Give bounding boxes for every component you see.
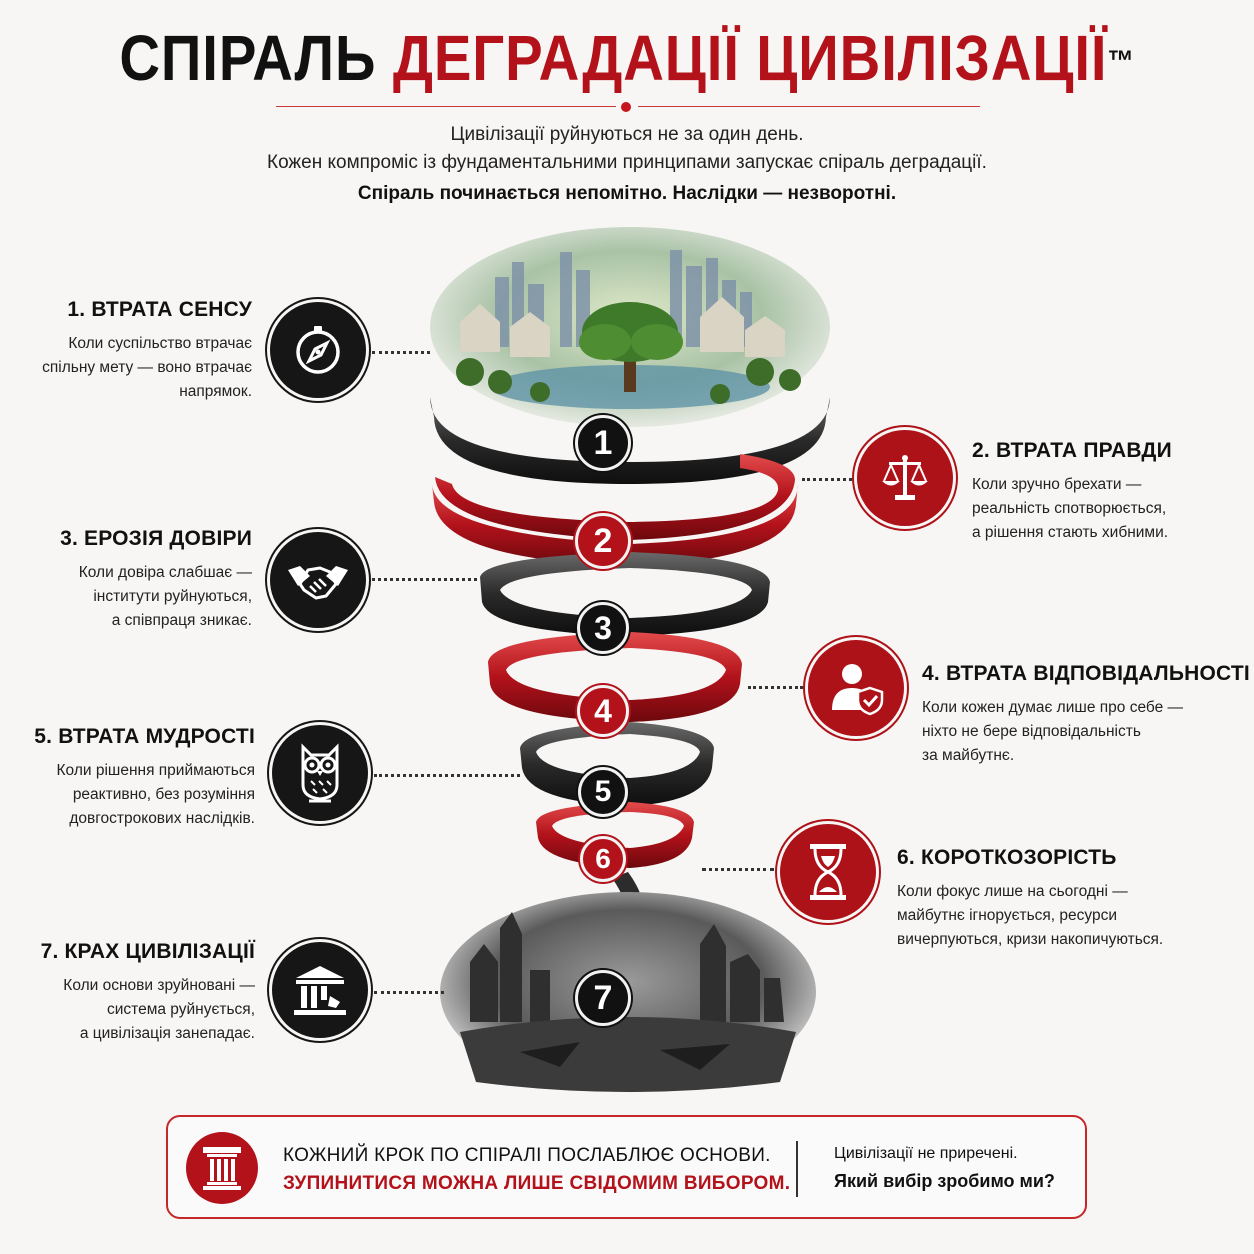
footer-right-line2: Який вибір зробимо ми? bbox=[834, 1171, 1055, 1191]
step-2-text: 2. ВТРАТА ПРАВДИ Коли зручно брехати — р… bbox=[972, 439, 1242, 545]
spiral-illustration bbox=[430, 227, 830, 1092]
footer-line2: ЗУПИНИТИСЯ МОЖНА ЛИШЕ СВІДОМИМ ВИБОРОМ. bbox=[283, 1173, 791, 1194]
column-icon bbox=[203, 1147, 241, 1190]
step-4-icon bbox=[808, 640, 904, 736]
ring-1 bbox=[430, 397, 830, 484]
step-2-connector bbox=[802, 478, 852, 481]
step-badge-5: 5 bbox=[578, 767, 628, 817]
step-badge-1: 1 bbox=[575, 415, 631, 471]
step-5-connector bbox=[374, 774, 520, 777]
step-4-connector bbox=[748, 686, 803, 689]
step-7-connector bbox=[374, 991, 444, 994]
step-2-desc: Коли зручно брехати — реальність спотвор… bbox=[972, 476, 1169, 541]
step-7-text: 7. КРАХ ЦИВІЛІЗАЦІЇ Коли основи зруйнова… bbox=[20, 940, 255, 1046]
handshake-icon bbox=[288, 566, 348, 600]
step-4-desc: Коли кожен думає лише про себе — ніхто н… bbox=[922, 699, 1184, 764]
page-title: СПІРАЛЬ ДЕГРАДАЦІЇ ЦИВІЛІЗАЦІЇ™ bbox=[75, 22, 1179, 94]
subtitle-line3: Спіраль починається непомітно. Наслідки … bbox=[357, 183, 897, 204]
title-divider-dot bbox=[621, 102, 631, 112]
step-2-icon bbox=[857, 430, 953, 526]
broken-temple-icon bbox=[294, 966, 346, 1015]
step-1-connector bbox=[372, 351, 430, 354]
step-badge-2: 2 bbox=[575, 513, 631, 569]
step-5-desc: Коли рішення приймаються реактивно, без … bbox=[56, 762, 255, 827]
scales-icon bbox=[882, 455, 928, 500]
step-5-title: 5. ВТРАТА МУДРОСТІ bbox=[34, 725, 255, 748]
hourglass-icon bbox=[810, 844, 846, 900]
owl-icon bbox=[301, 743, 339, 803]
step-badge-7: 7 bbox=[575, 970, 631, 1026]
step-1-icon bbox=[270, 302, 366, 398]
footer-line1: КОЖНИЙ КРОК ПО СПІРАЛІ ПОСЛАБЛЮЄ ОСНОВИ. bbox=[283, 1145, 771, 1166]
footer-separator bbox=[796, 1141, 798, 1197]
step-1-text: 1. ВТРАТА СЕНСУ Коли суспільство втрачає… bbox=[20, 298, 252, 404]
step-4-text: 4. ВТРАТА ВІДПОВІДАЛЬНОСТІ Коли кожен ду… bbox=[922, 662, 1250, 768]
trademark-symbol: ™ bbox=[1107, 45, 1135, 78]
step-7-desc: Коли основи зруйновані — система руйнуєт… bbox=[63, 977, 255, 1042]
title-divider-right bbox=[638, 106, 980, 107]
step-7-icon bbox=[272, 942, 368, 1038]
step-1-title: 1. ВТРАТА СЕНСУ bbox=[67, 298, 252, 321]
title-part2: ДЕГРАДАЦІЇ ЦИВІЛІЗАЦІЇ bbox=[392, 22, 1108, 94]
person-shield-icon bbox=[832, 664, 884, 716]
step-3-connector bbox=[372, 578, 477, 581]
city-illustration bbox=[430, 227, 830, 427]
step-3-desc: Коли довіра слабшає — інститути руйнують… bbox=[78, 564, 252, 629]
footer-icon bbox=[186, 1132, 258, 1204]
step-7-title: 7. КРАХ ЦИВІЛІЗАЦІЇ bbox=[40, 940, 255, 963]
step-6-title: 6. КОРОТКОЗОРІСТЬ bbox=[897, 846, 1117, 869]
step-6-text: 6. КОРОТКОЗОРІСТЬ Коли фокус лише на сьо… bbox=[897, 846, 1217, 952]
footer-right-line1: Цивілізації не приречені. bbox=[834, 1145, 1018, 1162]
title-part1: СПІРАЛЬ bbox=[119, 22, 377, 94]
step-3-title: 3. ЕРОЗІЯ ДОВІРИ bbox=[60, 527, 252, 550]
footer-callout: КОЖНИЙ КРОК ПО СПІРАЛІ ПОСЛАБЛЮЄ ОСНОВИ.… bbox=[166, 1115, 1087, 1219]
step-6-icon bbox=[780, 824, 876, 920]
ring-2 bbox=[432, 484, 798, 566]
title-divider-left bbox=[276, 106, 616, 107]
step-badge-4: 4 bbox=[577, 685, 629, 737]
step-6-desc: Коли фокус лише на сьогодні — майбутнє і… bbox=[897, 883, 1164, 948]
step-badge-3: 3 bbox=[577, 602, 629, 654]
step-1-desc: Коли суспільство втрачає спільну мету — … bbox=[42, 335, 252, 400]
step-5-icon bbox=[272, 725, 368, 821]
compass-icon bbox=[296, 326, 340, 374]
subtitle-line1: Цивілізації руйнуються не за один день. bbox=[450, 124, 804, 145]
step-5-text: 5. ВТРАТА МУДРОСТІ Коли рішення приймают… bbox=[20, 725, 255, 831]
step-badge-6: 6 bbox=[580, 836, 626, 882]
step-3-text: 3. ЕРОЗІЯ ДОВІРИ Коли довіра слабшає — і… bbox=[20, 527, 252, 633]
step-6-connector bbox=[702, 868, 774, 871]
subtitle-line2: Кожен компроміс із фундаментальними прин… bbox=[267, 152, 987, 173]
step-4-title: 4. ВТРАТА ВІДПОВІДАЛЬНОСТІ bbox=[922, 662, 1250, 685]
step-2-title: 2. ВТРАТА ПРАВДИ bbox=[972, 439, 1172, 462]
step-3-icon bbox=[270, 532, 366, 628]
